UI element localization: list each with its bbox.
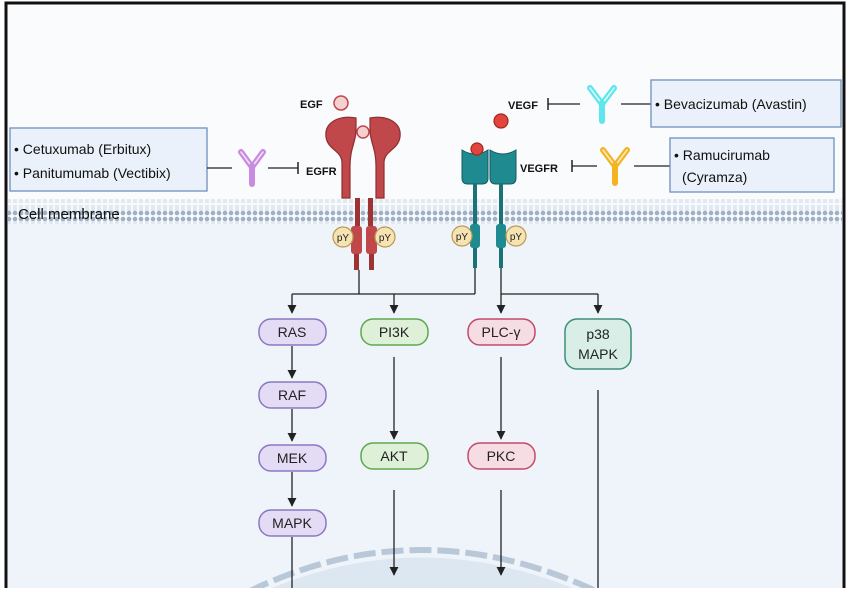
vegf-ligand [493,113,509,129]
vegf-label: VEGF [508,100,538,112]
svg-text:MAPK: MAPK [578,346,618,362]
egf-ligand [333,95,349,111]
svg-text:pY: pY [379,233,392,244]
drug-ramucirumab: • Ramucirumab [674,147,770,163]
node-akt [360,442,429,470]
egfr-py-left [332,226,354,248]
vegfr-drug-box [669,137,835,193]
node-ras [258,318,327,346]
node-plcg [467,318,536,346]
svg-text:MEK: MEK [277,450,308,466]
antibody-vegfr-icon [600,147,630,186]
antibody-vegf-icon [587,85,617,124]
vegf-drug-box [650,79,842,128]
svg-text:RAF: RAF [278,387,306,403]
drug-bevacizumab: • Bevacizumab (Avastin) [655,96,807,112]
drug-panitumumab: • Panitumumab (Vectibix) [14,165,171,181]
svg-text:pY: pY [510,232,523,243]
vegfr-label: VEGFR [520,163,558,175]
membrane-label: Cell membrane [18,206,120,223]
svg-text:MAPK: MAPK [272,515,312,531]
svg-text:PKC: PKC [487,448,516,464]
vegfr-py-left [451,225,473,247]
node-pkc [467,442,536,470]
svg-text:PLC-γ: PLC-γ [482,324,521,340]
svg-text:PI3K: PI3K [379,324,410,340]
nucleus [260,557,585,593]
svg-text:p38: p38 [586,326,610,342]
node-p38-mapk [564,318,632,370]
node-mek [258,444,327,472]
egfr-receptor [325,116,401,270]
svg-text:AKT: AKT [380,448,408,464]
svg-text:pY: pY [337,233,350,244]
egf-label: EGF [300,99,323,111]
antibody-egfr-icon [238,149,266,187]
drug-ramucirumab-brand: (Cyramza) [682,169,747,185]
cell-membrane [8,199,842,224]
egfr-drug-box [9,127,208,192]
node-pi3k [360,318,429,346]
drug-cetuximab: • Cetuxumab (Erbitux) [14,141,151,157]
svg-text:RAS: RAS [278,324,307,340]
egfr-py-right [374,226,396,248]
node-mapk [258,509,327,537]
node-raf [258,381,327,409]
egfr-label: EGFR [306,166,337,178]
cytoplasm [8,224,842,593]
vegfr-py-right [505,225,527,247]
svg-text:pY: pY [456,232,469,243]
vegfr-receptor [461,142,517,268]
